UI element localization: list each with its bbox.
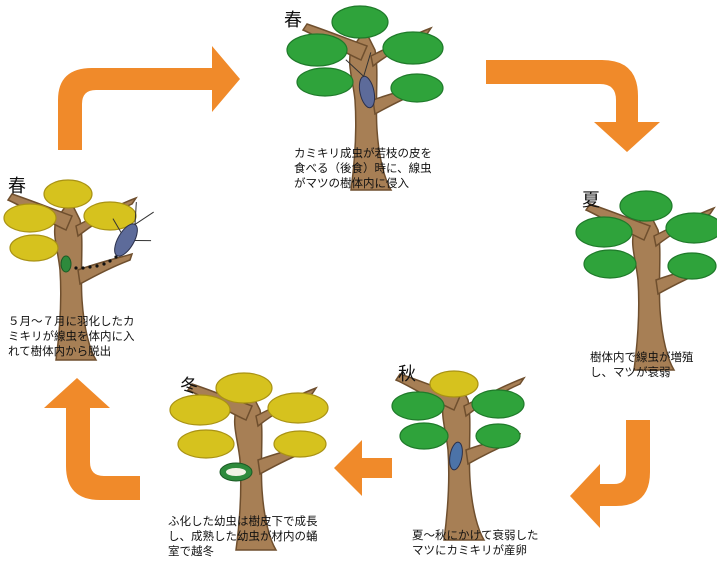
tree-summer	[575, 190, 717, 371]
caption-winter: ふ化した幼虫は樹皮下で成長 し、成熟した幼虫が材内の蛹 室で越冬	[168, 514, 318, 559]
caption-spring-top: カミキリ成虫が若枝の皮を 食べる（後食）時に、線虫 がマツの樹体内に侵入	[294, 146, 432, 191]
caption-autumn: 夏～秋にかけて衰弱した マツにカミキリが産卵	[412, 528, 539, 558]
caption-line: ５月～７月に羽化したカ	[8, 314, 135, 328]
caption-line: 食べる（後食）時に、線虫	[294, 161, 432, 175]
caption-line: マツにカミキリが産卵	[412, 543, 527, 557]
arrow-down-left	[570, 420, 650, 528]
caption-line: し、マツが衰弱	[590, 365, 671, 379]
arrow-left-up	[44, 378, 140, 500]
season-label-summer: 夏	[582, 190, 600, 211]
nematode-trail-icon	[74, 255, 118, 270]
caption-line: し、成熟した幼虫が材内の蛹	[168, 529, 318, 543]
arrow-right-down	[486, 60, 660, 152]
tree-autumn	[391, 370, 525, 541]
cycle-arrows	[44, 46, 660, 528]
season-label-winter: 冬	[180, 376, 198, 397]
caption-line: がマツの樹体内に侵入	[294, 176, 409, 190]
tree-spring-left	[3, 179, 154, 361]
tree-spring-top	[286, 5, 444, 191]
larva-icon	[219, 462, 253, 482]
season-label-spring-left: 春	[8, 176, 26, 197]
season-label-spring-top: 春	[284, 10, 302, 31]
caption-spring-left: ５月～７月に羽化したカ ミキリが線虫を体内に入 れて樹体内から脱出	[8, 314, 135, 359]
arrow-up-right	[58, 46, 240, 150]
caption-line: 樹体内で線虫が増殖	[590, 350, 694, 364]
caption-summer: 樹体内で線虫が増殖 し、マツが衰弱	[590, 350, 694, 380]
caption-line: ふ化した幼虫は樹皮下で成長	[168, 514, 318, 528]
season-label-autumn: 秋	[398, 364, 416, 385]
arrow-left	[334, 440, 392, 496]
caption-line: 夏～秋にかけて衰弱した	[412, 528, 539, 542]
tree-winter	[169, 372, 329, 551]
longhorn-beetle-icon	[345, 52, 376, 109]
caption-line: れて樹体内から脱出	[8, 344, 112, 358]
caption-line: 室で越冬	[168, 544, 214, 558]
caption-line: ミキリが線虫を体内に入	[8, 329, 135, 343]
caption-line: カミキリ成虫が若枝の皮を	[294, 146, 432, 160]
